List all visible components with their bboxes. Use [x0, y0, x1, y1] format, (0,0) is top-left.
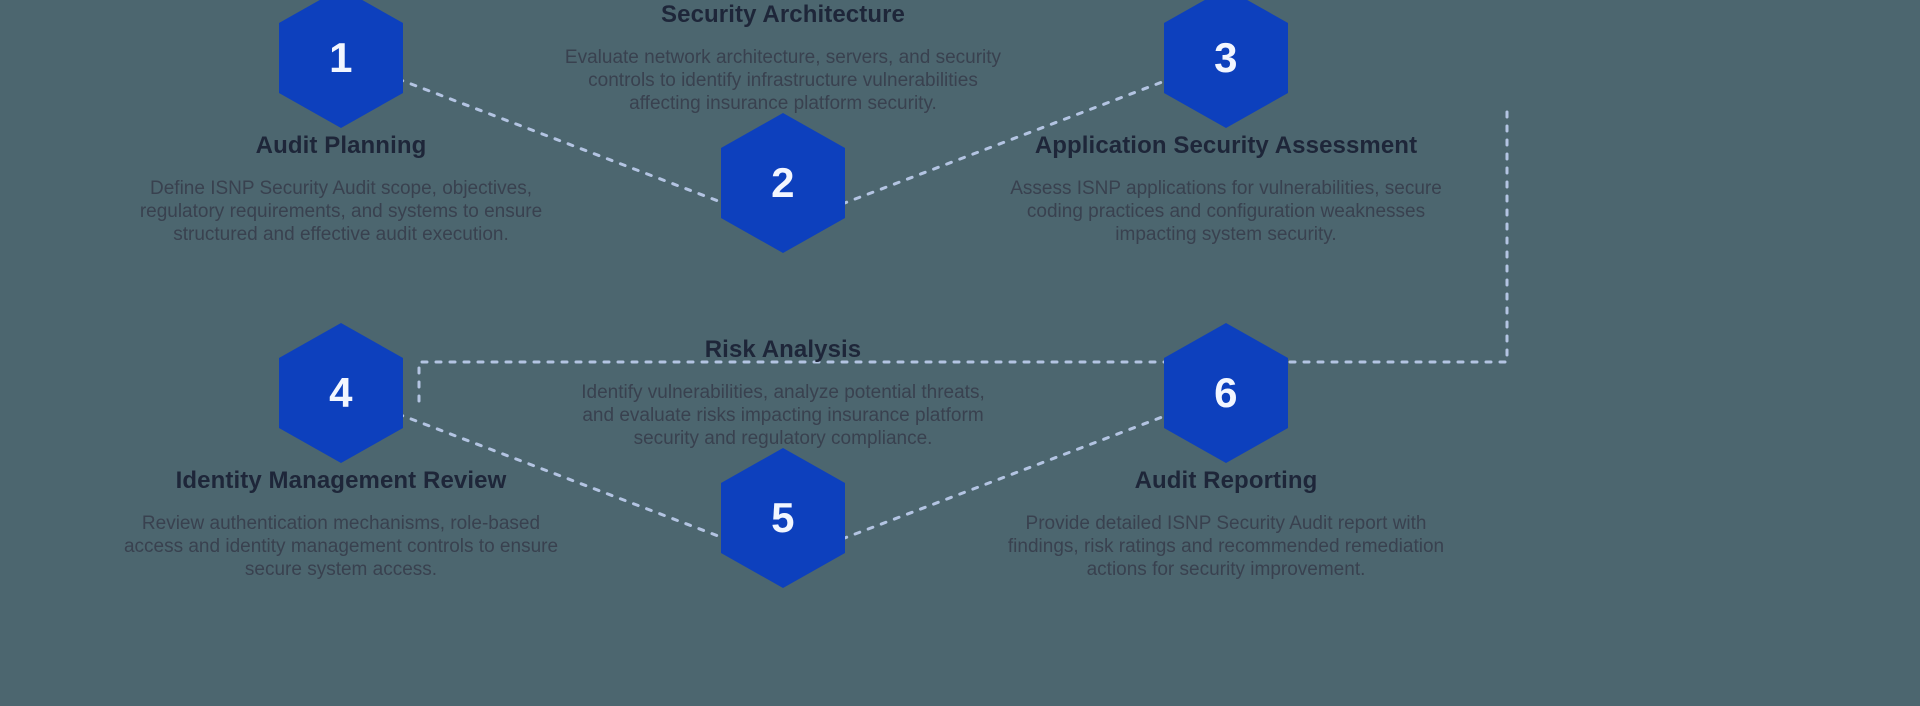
step-description-6: Provide detailed ISNP Security Audit rep…: [1007, 513, 1445, 581]
step-title-1: Audit Planning: [255, 132, 427, 159]
step-hexagon-3[interactable]: 3: [1164, 0, 1288, 128]
step-description-1: Define ISNP Security Audit scope, object…: [139, 178, 543, 246]
step-description-2: Evaluate network architecture, servers, …: [564, 47, 1002, 115]
step-description-5: Identify vulnerabilities, analyze potent…: [581, 382, 985, 450]
step-title-2: Security Architecture: [661, 1, 905, 28]
step-block-3: Application Security Assessment Assess I…: [1006, 131, 1446, 247]
step-number-2: 2: [771, 159, 795, 206]
step-hexagon-5[interactable]: 5: [721, 448, 845, 588]
step-hexagon-1[interactable]: 1: [279, 0, 403, 128]
step-hexagon-4[interactable]: 4: [279, 323, 403, 463]
step-block-5: Risk Analysis Identify vulnerabilities, …: [563, 335, 1003, 451]
step-hexagon-6[interactable]: 6: [1164, 323, 1288, 463]
step-number-3: 3: [1214, 34, 1238, 81]
step-description-4: Review authentication mechanisms, role-b…: [123, 513, 559, 581]
step-title-6: Audit Reporting: [1134, 467, 1318, 494]
step-number-5: 5: [771, 494, 795, 541]
step-block-4: Identity Management Review Review authen…: [121, 466, 561, 582]
step-title-3: Application Security Assessment: [1034, 132, 1418, 159]
step-number-1: 1: [329, 34, 353, 81]
step-title-4: Identity Management Review: [175, 467, 507, 494]
step-number-4: 4: [329, 369, 353, 416]
step-block-2: Security Architecture Evaluate network a…: [563, 0, 1003, 116]
step-description-3: Assess ISNP applications for vulnerabili…: [1010, 178, 1442, 246]
step-block-1: Audit Planning Define ISNP Security Audi…: [121, 131, 561, 247]
step-number-6: 6: [1214, 369, 1238, 416]
step-hexagon-2[interactable]: 2: [721, 113, 845, 253]
step-title-5: Risk Analysis: [704, 336, 862, 363]
step-block-6: Audit Reporting Provide detailed ISNP Se…: [1006, 466, 1446, 582]
